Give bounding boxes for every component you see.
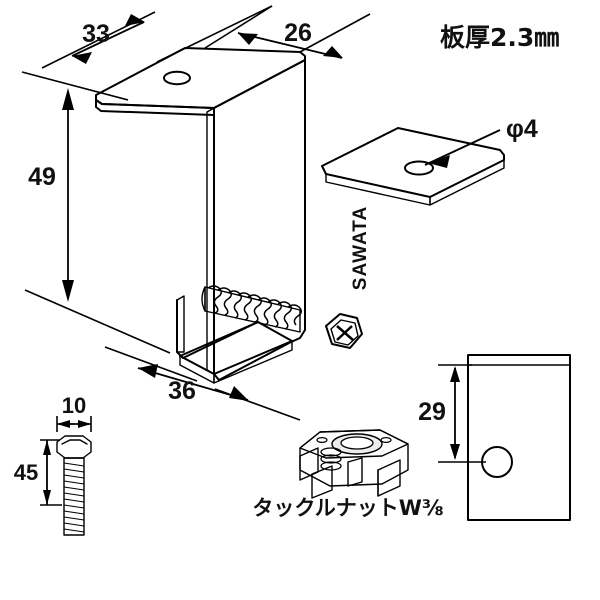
- dimension-33: 33: [41, 5, 273, 69]
- dimension-49: 49: [21, 71, 171, 354]
- tackle-nut-hole-right: [380, 437, 392, 444]
- bracket-body: SAWATA: [95, 47, 371, 384]
- dimension-36: 36: [104, 346, 301, 421]
- dimension-29: 29: [418, 364, 486, 463]
- phillips-cross-icon: [336, 325, 354, 341]
- tackle-nut-part: タックルナットW⅜: [252, 429, 444, 520]
- tackle-nut-washers: [320, 447, 342, 471]
- tackle-nut-bore: [340, 436, 374, 450]
- screw-threads: [207, 285, 302, 330]
- top-flange-hole: [163, 70, 191, 86]
- hex-bolt-head: [325, 313, 363, 349]
- dimension-10-label: 10: [62, 393, 86, 418]
- dimension-45-label: 45: [14, 460, 38, 485]
- dimension-45: 45: [14, 439, 62, 506]
- phi4-callout: φ4: [424, 115, 538, 168]
- dimension-26-label: 26: [284, 19, 312, 47]
- plate-thickness-note: 板厚2.3㎜: [440, 23, 559, 52]
- dimension-36-label: 36: [168, 377, 196, 405]
- side-plate-hole: [481, 446, 513, 478]
- phi4-label: φ4: [506, 115, 538, 143]
- right-flange: [321, 127, 505, 206]
- bolt-threads: [63, 462, 85, 533]
- dimension-26: 26: [204, 5, 371, 59]
- adjuster-screw: [201, 285, 302, 333]
- dimension-49-label: 49: [28, 163, 56, 191]
- brand-mark-text: SAWATA: [350, 206, 371, 290]
- dimension-33-label: 33: [82, 20, 110, 48]
- dimension-29-label: 29: [418, 398, 446, 426]
- hex-bolt-part: 10 45: [14, 393, 92, 536]
- tackle-nut-hole-left: [316, 437, 328, 444]
- tackle-nut-caption: タックルナットW⅜: [252, 496, 443, 520]
- side-plate-part: 29: [418, 354, 571, 521]
- dimension-10: 10: [56, 393, 92, 432]
